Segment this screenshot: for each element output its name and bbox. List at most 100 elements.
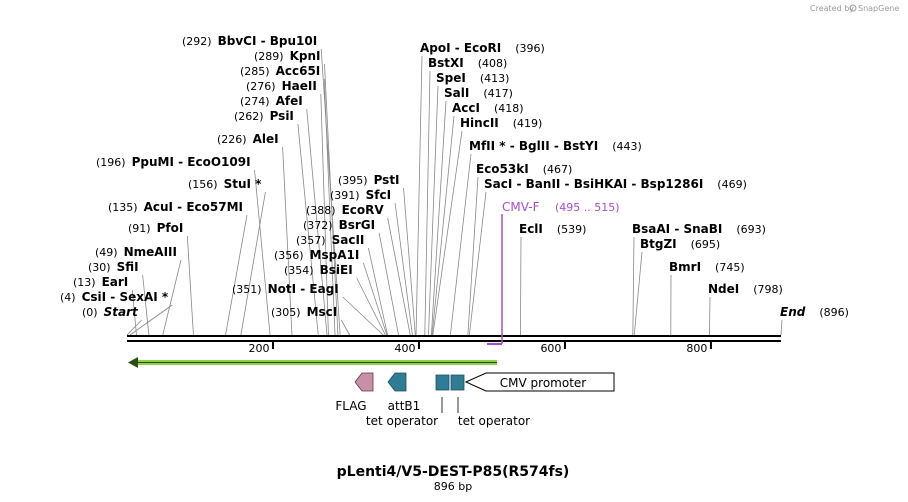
site-name: PstI — [374, 173, 400, 187]
site-csii-sexai[interactable]: CsiI - SexAI *(4) — [60, 290, 169, 304]
site-position: (469) — [717, 178, 747, 191]
leader-line — [142, 274, 150, 336]
site-mspa1i[interactable]: MspA1I(356) — [274, 248, 359, 262]
site-position: (49) — [95, 246, 118, 259]
site-apoi-ecori[interactable]: ApoI - EcoRI(396) — [420, 41, 545, 55]
site-stui[interactable]: StuI *(156) — [188, 177, 262, 191]
site-position: (226) — [217, 133, 247, 146]
dna-backbone — [127, 335, 781, 342]
site-alei[interactable]: AleI (226) — [217, 132, 279, 146]
site-name: SfcI — [366, 188, 391, 202]
site-name: SacI - BanII - BsiHKAI - Bsp1286I — [484, 177, 703, 191]
site-name: SalI — [444, 86, 469, 100]
site-position: (467) — [543, 163, 573, 176]
site-ecli[interactable]: EclI(539) — [519, 222, 586, 236]
site-name: AleI — [253, 132, 279, 146]
site-end[interactable]: End(896) — [780, 305, 849, 319]
site-position: (91) — [128, 222, 151, 235]
site-name: SacII — [332, 233, 365, 247]
feature-attb1[interactable]: attB1 — [387, 372, 421, 413]
site-name: Eco53kI — [476, 162, 529, 176]
leader-line — [378, 232, 399, 336]
site-position: (443) — [612, 140, 642, 153]
site-position: (693) — [736, 223, 766, 236]
site-psti[interactable]: PstI(395) — [338, 173, 400, 187]
site-afei[interactable]: AfeI(274) — [240, 94, 303, 108]
site-bmri[interactable]: BmrI(745) — [669, 260, 745, 274]
orf-arrow[interactable] — [128, 357, 497, 368]
site-acc65i[interactable]: Acc65I(285) — [240, 64, 320, 78]
site-bsaai-snabi[interactable]: BsaAI - SnaBI(693) — [632, 222, 766, 236]
site-eco53ki[interactable]: Eco53kI (467) — [476, 162, 572, 176]
site-saci-banii-bsihkai-bsp1286i[interactable]: SacI - BanII - BsiHKAI - Bsp1286I (469) — [484, 177, 747, 191]
leader-line — [468, 191, 487, 336]
primer-cmv-f[interactable]: CMV-F (495 .. 515) — [487, 200, 620, 345]
site-acui-eco57mi[interactable]: AcuI - Eco57MI(135) — [108, 200, 243, 214]
site-name: BbvCI - Bpu10I — [218, 34, 318, 48]
leader-line — [430, 100, 447, 336]
leader-line — [449, 153, 472, 336]
site-spei[interactable]: SpeI(413) — [436, 71, 509, 85]
site-position: (276) — [246, 80, 276, 93]
site-position: (396) — [515, 42, 545, 55]
site-position: (356) — [274, 249, 304, 262]
tick-label: 200 — [248, 342, 269, 355]
site-position: (289) — [254, 50, 284, 63]
site-hincii[interactable]: HincII(419) — [460, 116, 542, 130]
flag-arrow-icon — [354, 372, 374, 392]
site-position: (292) — [182, 35, 212, 48]
site-name: CsiI - SexAI * — [82, 290, 169, 304]
site-sacii[interactable]: SacII(357) — [296, 233, 364, 247]
site-psii[interactable]: PsiI(262) — [234, 109, 294, 123]
site-position: (305) — [271, 306, 301, 319]
site-name: AcuI - Eco57MI — [144, 200, 243, 214]
site-pfoi[interactable]: PfoI(91) — [128, 221, 183, 235]
site-ndei[interactable]: NdeI(798) — [708, 282, 783, 296]
tet-operator-2-label: tet operator — [458, 414, 530, 428]
site-name: HaeII — [282, 79, 317, 93]
site-nmeaiii[interactable]: NmeAIII(49) — [95, 245, 177, 259]
site-name: EclI — [519, 222, 543, 236]
site-bstxi[interactable]: BstXI(408) — [428, 56, 507, 70]
site-position: (695) — [691, 238, 721, 251]
site-name: NotI - EagI — [268, 282, 339, 296]
feature-tet-operator-1[interactable]: tet operator — [366, 374, 450, 428]
site-sfii[interactable]: SfiI(30) — [88, 260, 139, 274]
site-bsiei[interactable]: BsiEI(354) — [284, 263, 353, 277]
snapgene-logo-icon — [849, 4, 857, 12]
site-sali[interactable]: SalI (417) — [444, 86, 513, 100]
site-start[interactable]: Start(0) — [82, 305, 139, 319]
site-eari[interactable]: EarI(13) — [73, 275, 128, 289]
feature-cmv-promoter[interactable]: CMV promoter — [464, 372, 615, 392]
feature-flag[interactable]: FLAG — [335, 372, 374, 413]
site-position: (419) — [513, 117, 543, 130]
site-name: BstXI — [428, 56, 464, 70]
site-msci[interactable]: MscI(305) — [271, 305, 337, 319]
leader-line — [394, 202, 413, 336]
site-position: (372) — [303, 219, 333, 232]
site-kpni[interactable]: KpnI (289) — [254, 49, 321, 63]
leader-line — [368, 247, 388, 336]
feature-tet-operator-2[interactable]: tet operator — [450, 374, 530, 428]
site-bbvci-bpu10i[interactable]: BbvCI - Bpu10I (292) — [182, 34, 317, 48]
site-ppumi-ecoo109i[interactable]: PpuMI - EcoO109I(196) — [96, 155, 251, 169]
site-btgzi[interactable]: BtgZI(695) — [640, 237, 720, 251]
site-acci[interactable]: AccI(418) — [452, 101, 524, 115]
leader-line — [131, 289, 137, 336]
leader-line — [415, 55, 423, 336]
site-bsrgi[interactable]: BsrGI (372) — [303, 218, 375, 232]
site-position: (262) — [234, 110, 264, 123]
site-name: KpnI — [290, 49, 321, 63]
leader-line — [424, 70, 431, 336]
site-ecorv[interactable]: EcoRV(388) — [306, 203, 384, 217]
leader-line — [162, 259, 182, 336]
site-noti-eagi[interactable]: NotI - EagI(351) — [232, 282, 339, 296]
leader-line — [403, 187, 416, 336]
site-haeii[interactable]: HaeII (276) — [246, 79, 317, 93]
orf-arrowhead-icon — [128, 357, 138, 368]
site-sfci[interactable]: SfcI(391) — [330, 188, 391, 202]
site-position: (417) — [483, 87, 513, 100]
site-position: (30) — [88, 261, 111, 274]
site-name: BsrGI — [339, 218, 376, 232]
site-mfii-bglii-bstyi[interactable]: MfII * - BglII - BstYI(443) — [469, 139, 642, 153]
